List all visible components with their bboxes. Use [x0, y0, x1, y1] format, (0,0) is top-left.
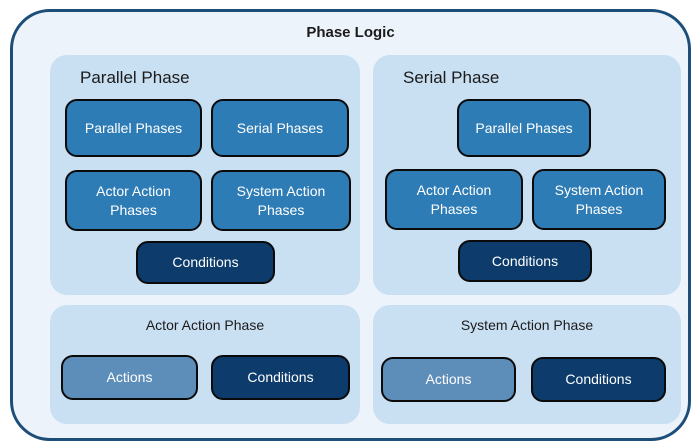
phase-logic-container: Phase Logic Parallel Phase Parallel Phas… [10, 9, 691, 441]
actor-action-phase-title: Actor Action Phase [145, 317, 265, 333]
node-system-action-phases: System Action Phases [532, 169, 666, 230]
node-parallel-phases: Parallel Phases [457, 99, 591, 157]
serial-phase-panel: Serial Phase Parallel Phases Actor Actio… [373, 55, 681, 295]
node-conditions: Conditions [136, 241, 275, 284]
node-conditions: Conditions [531, 357, 666, 402]
node-actions: Actions [381, 357, 516, 402]
parallel-phase-title: Parallel Phase [80, 68, 190, 87]
node-parallel-phases: Parallel Phases [65, 99, 202, 157]
system-action-phase-panel: System Action Phase Actions Conditions [373, 305, 681, 424]
parallel-phase-panel: Parallel Phase Parallel Phases Serial Ph… [50, 55, 360, 295]
node-serial-phases: Serial Phases [211, 99, 349, 157]
actor-action-phase-panel: Actor Action Phase Actions Conditions [50, 305, 360, 424]
diagram-title: Phase Logic [306, 24, 395, 41]
system-action-phase-title: System Action Phase [460, 317, 594, 333]
node-actor-action-phases: Actor Action Phases [385, 169, 523, 230]
node-actions: Actions [61, 355, 198, 400]
serial-phase-title: Serial Phase [403, 68, 500, 87]
node-conditions: Conditions [211, 355, 350, 400]
node-actor-action-phases: Actor Action Phases [65, 170, 202, 231]
node-system-action-phases: System Action Phases [211, 170, 351, 231]
node-conditions: Conditions [458, 240, 592, 282]
